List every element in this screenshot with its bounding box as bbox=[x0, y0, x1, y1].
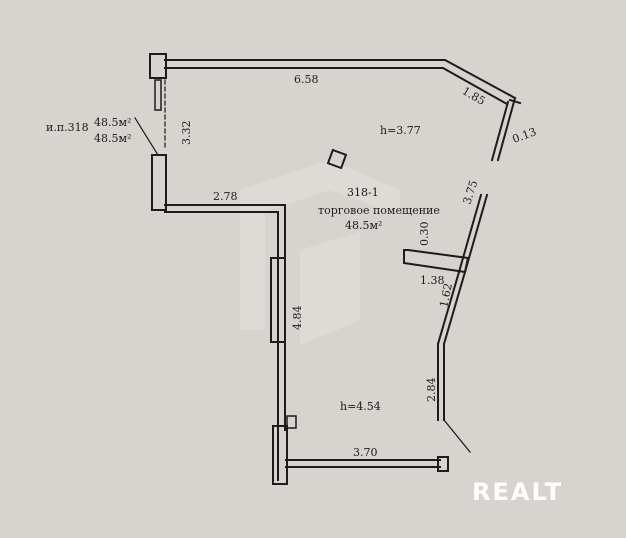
dim-right-upper: 3.75 bbox=[460, 179, 480, 206]
dim-inner-left: 4.84 bbox=[291, 306, 304, 331]
top-left-wall-block bbox=[149, 53, 167, 79]
dim-right-middle: 1.62 bbox=[437, 282, 455, 309]
window-slab bbox=[270, 257, 286, 343]
right-pillar bbox=[403, 249, 470, 274]
dim-inner-step: 2.78 bbox=[213, 190, 238, 203]
height-bottom: h=4.54 bbox=[340, 400, 381, 413]
door-frame-top-left bbox=[154, 79, 162, 111]
dim-right-lower: 2.84 bbox=[425, 378, 438, 403]
dim-top-wall: 6.58 bbox=[294, 73, 319, 86]
dim-pillar-height: 0.30 bbox=[418, 222, 431, 247]
ref-pointer bbox=[134, 117, 159, 156]
ref-label: и.п.318 bbox=[46, 121, 89, 134]
room-number: 318-1 bbox=[347, 186, 379, 199]
dim-bottom-wall: 3.70 bbox=[353, 446, 378, 459]
top-wall bbox=[164, 59, 517, 106]
dim-right-stub: 0.13 bbox=[511, 125, 538, 146]
right-stub bbox=[490, 96, 522, 162]
watermark-logo bbox=[240, 160, 400, 345]
door-notch bbox=[286, 415, 297, 429]
lower-left-block bbox=[272, 425, 288, 485]
bottom-right-block bbox=[437, 456, 449, 472]
room-type: торговое помещение bbox=[318, 204, 440, 217]
ref-area-2: 48.5м² bbox=[94, 132, 131, 145]
dim-left-dashed: 3.32 bbox=[180, 121, 193, 146]
column-marker bbox=[326, 148, 348, 170]
left-wall-block bbox=[151, 154, 167, 211]
dim-angled-wall-top: 1.85 bbox=[460, 84, 488, 108]
room-area: 48.5м² bbox=[345, 219, 382, 232]
ref-area-1: 48.5м² bbox=[94, 116, 131, 129]
dim-pillar-width: 1.38 bbox=[420, 274, 445, 287]
walls bbox=[134, 53, 522, 485]
realt-watermark: REALT bbox=[472, 478, 563, 506]
height-top: h=3.77 bbox=[380, 124, 421, 137]
